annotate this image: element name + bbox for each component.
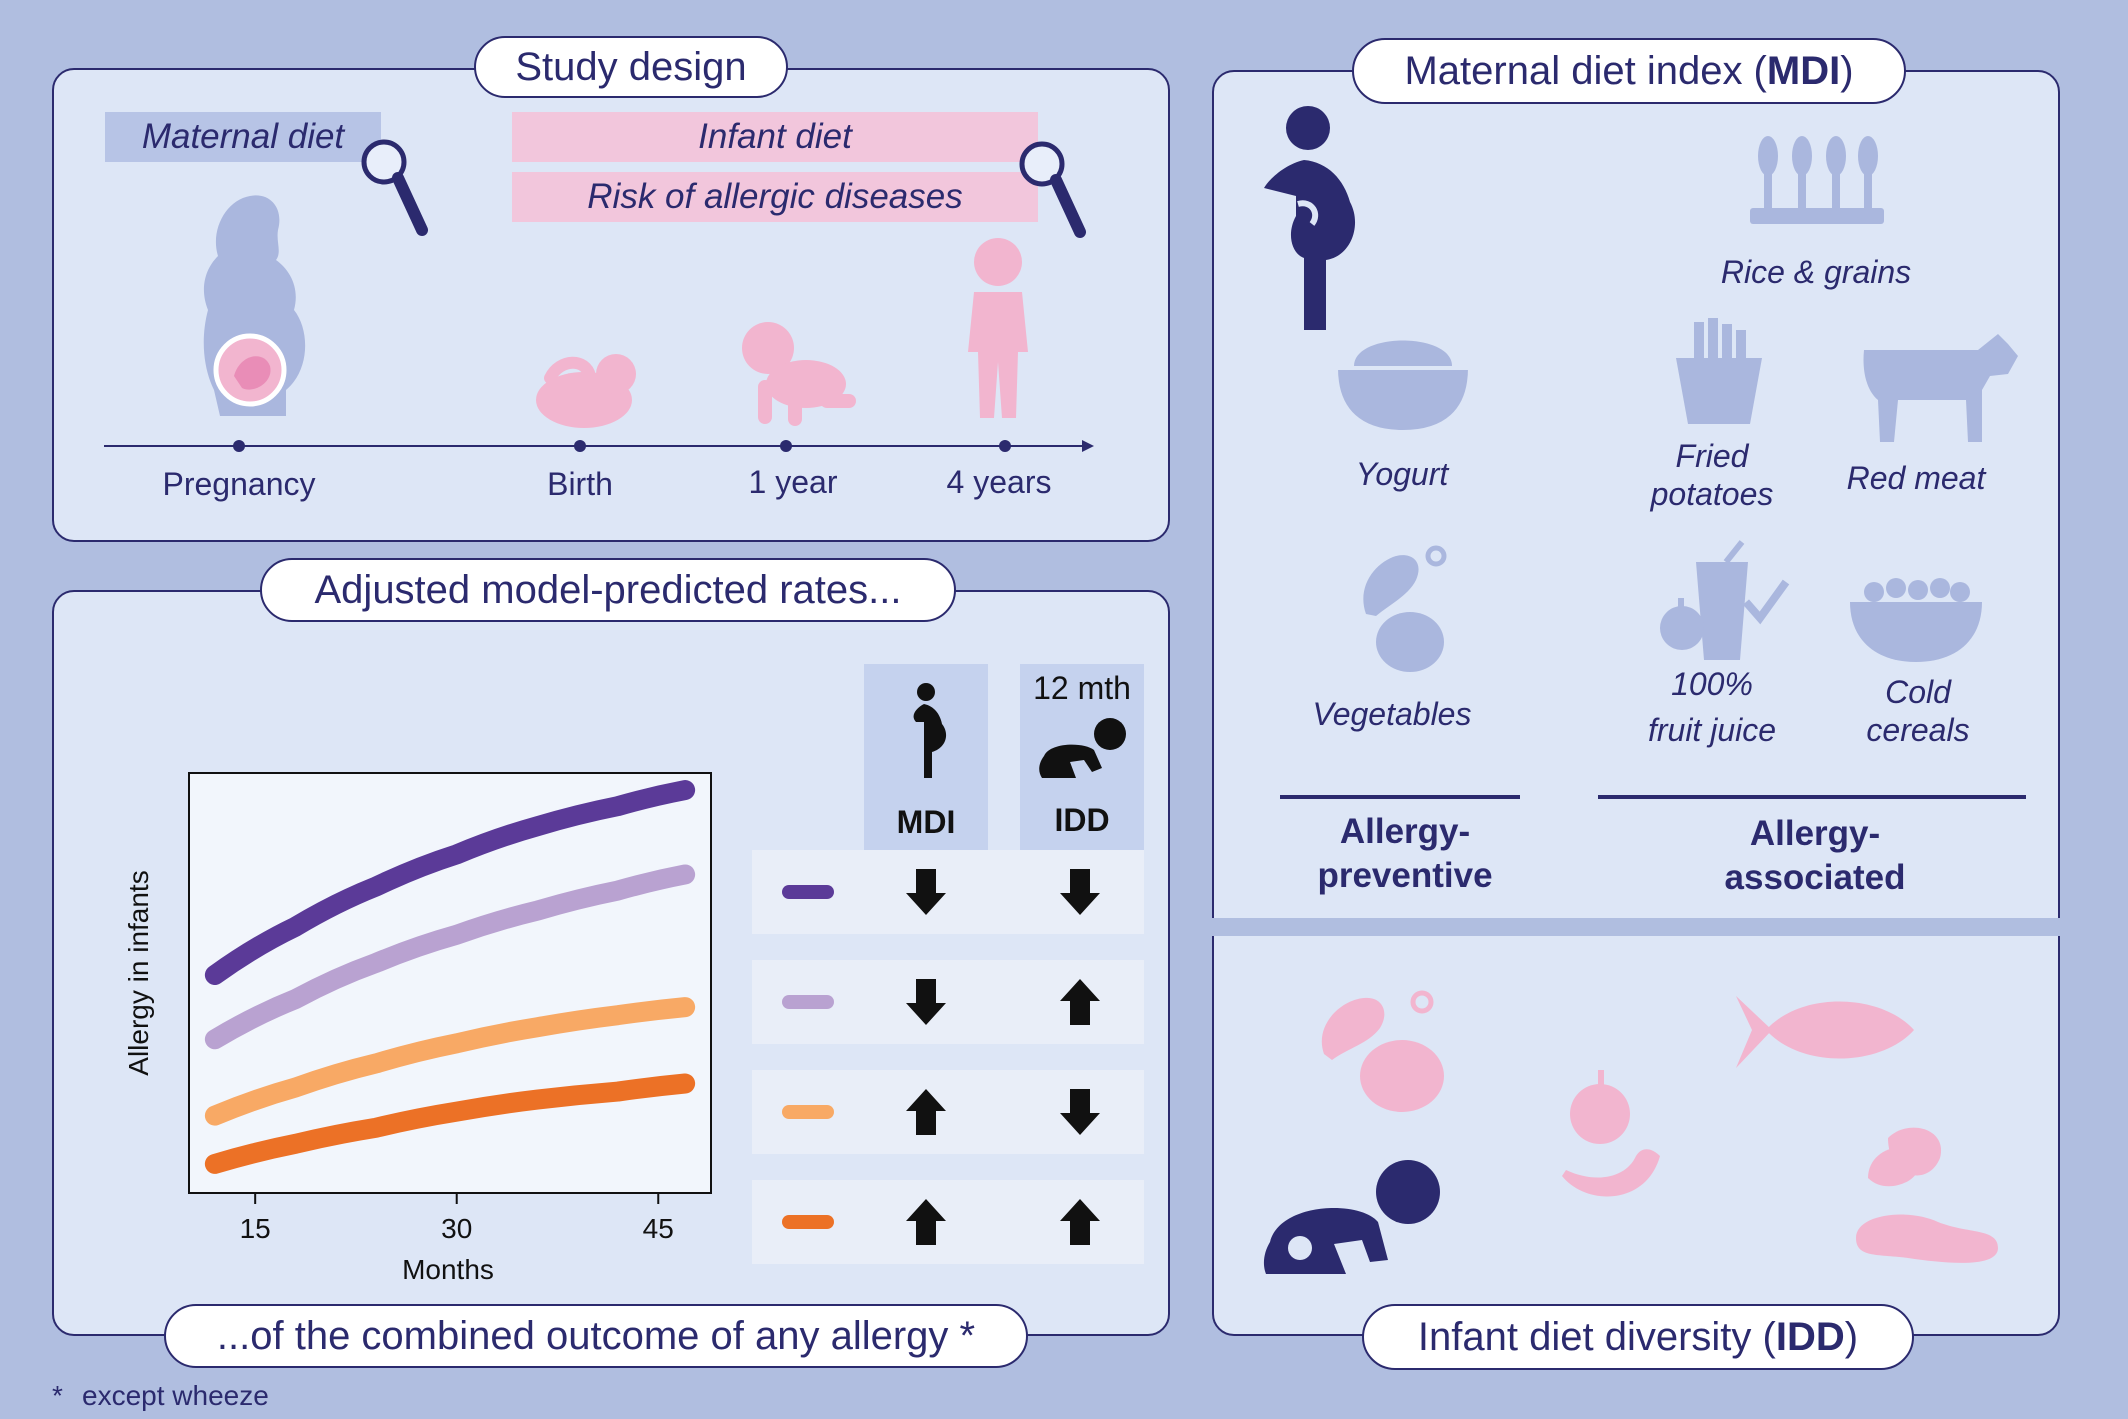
mdi-title: Maternal diet index (MDI) bbox=[1352, 38, 1906, 104]
arrow-up-icon bbox=[1060, 1199, 1100, 1245]
timeline-label-birth: Birth bbox=[547, 466, 613, 502]
arrow-down-icon bbox=[1060, 1089, 1100, 1135]
rice-grains-icon bbox=[1750, 136, 1884, 224]
series-line bbox=[204, 1073, 696, 1174]
peanut-icon bbox=[1856, 1127, 1998, 1263]
cow-icon bbox=[1863, 334, 2018, 442]
allergy-preventive-label: Allergy-preventive bbox=[1317, 812, 1493, 895]
food-label-vegetables: Vegetables bbox=[1312, 696, 1472, 732]
food-label-juice-2: fruit juice bbox=[1647, 712, 1777, 748]
rates-title: Adjusted model-predicted rates... bbox=[260, 558, 956, 622]
x-tick-label: 45 bbox=[643, 1213, 674, 1244]
timeline-label-4-years: 4 years bbox=[946, 464, 1052, 500]
magnifier-icon bbox=[1019, 141, 1086, 238]
mdi-idd-panel bbox=[1212, 70, 2060, 1336]
fruit-juice-icon bbox=[1660, 540, 1790, 660]
idd-column-label: IDD bbox=[1054, 802, 1110, 838]
arrow-down-icon bbox=[1060, 869, 1100, 915]
allergy-associated-label: Allergy-associated bbox=[1724, 814, 1906, 897]
study-design-title: Study design bbox=[474, 36, 788, 98]
x-tick-label: 15 bbox=[240, 1213, 271, 1244]
food-label-red-meat: Red meat bbox=[1846, 460, 1986, 496]
chart-y-label: Allergy in infants bbox=[123, 870, 154, 1076]
crawling-baby-silhouette bbox=[742, 322, 856, 426]
chart-area bbox=[188, 772, 712, 1194]
food-label-rice: Rice & grains bbox=[1720, 254, 1912, 290]
food-label-fried-2: potatoes bbox=[1650, 476, 1774, 512]
food-label-cereal-1: Cold bbox=[1885, 674, 1951, 710]
panel-divider bbox=[1212, 918, 2060, 936]
timeline bbox=[104, 440, 1094, 452]
arrow-up-icon bbox=[906, 1089, 946, 1135]
food-label-cereal-2: cereals bbox=[1866, 712, 1970, 748]
mdi-column-label: MDI bbox=[896, 804, 956, 840]
crawling-baby-icon bbox=[1263, 1160, 1440, 1274]
series-swatch bbox=[782, 1105, 834, 1119]
infant-diet-label: Infant diet bbox=[512, 112, 1038, 162]
idd-age-label: 12 mth bbox=[1033, 670, 1131, 706]
pregnant-woman-icon bbox=[913, 683, 947, 778]
cold-cereals-icon bbox=[1850, 578, 1982, 662]
crawling-baby-icon bbox=[1039, 718, 1126, 778]
footnote: except wheeze bbox=[82, 1380, 269, 1411]
preventive-divider bbox=[1280, 795, 1520, 799]
fish-icon bbox=[1736, 996, 1914, 1068]
series-line bbox=[204, 997, 696, 1126]
newborn-silhouette bbox=[536, 354, 636, 428]
associated-divider bbox=[1598, 795, 2026, 799]
yogurt-icon bbox=[1333, 340, 1473, 435]
arrow-up-icon bbox=[906, 1199, 946, 1245]
fried-potatoes-icon bbox=[1676, 318, 1762, 424]
series-line bbox=[204, 864, 696, 1050]
maternal-diet-label: Maternal diet bbox=[105, 112, 381, 162]
child-silhouette bbox=[968, 238, 1028, 418]
food-label-yogurt: Yogurt bbox=[1355, 456, 1449, 492]
food-label-fried-1: Fried bbox=[1675, 438, 1749, 474]
footnote-star: * bbox=[52, 1380, 63, 1411]
timeline-label-pregnancy: Pregnancy bbox=[162, 466, 316, 502]
arrow-down-icon bbox=[906, 979, 946, 1025]
line-chart: 15 30 45 bbox=[204, 780, 696, 1244]
timeline-label-1-year: 1 year bbox=[748, 464, 838, 500]
vegetables-icon bbox=[1363, 545, 1447, 672]
magnifier-icon bbox=[361, 139, 428, 236]
pregnant-woman-silhouette bbox=[203, 195, 306, 416]
idd-title: Infant diet diversity (IDD) bbox=[1362, 1304, 1914, 1370]
series-swatch bbox=[782, 1215, 834, 1229]
series-line bbox=[204, 780, 696, 985]
series-swatch bbox=[782, 995, 834, 1009]
vegetables-icon bbox=[1321, 990, 1444, 1112]
series-swatch bbox=[782, 885, 834, 899]
arrow-down-icon bbox=[906, 869, 946, 915]
risk-label: Risk of allergic diseases bbox=[512, 172, 1038, 222]
rates-bottom-title: ...of the combined outcome of any allerg… bbox=[164, 1304, 1028, 1368]
chart-x-label: Months bbox=[402, 1254, 494, 1285]
x-tick-label: 30 bbox=[441, 1213, 472, 1244]
arrow-up-icon bbox=[1060, 979, 1100, 1025]
food-label-juice-1: 100% bbox=[1671, 666, 1753, 702]
fruit-icon bbox=[1562, 1070, 1660, 1197]
pregnant-woman-icon bbox=[1264, 106, 1356, 330]
